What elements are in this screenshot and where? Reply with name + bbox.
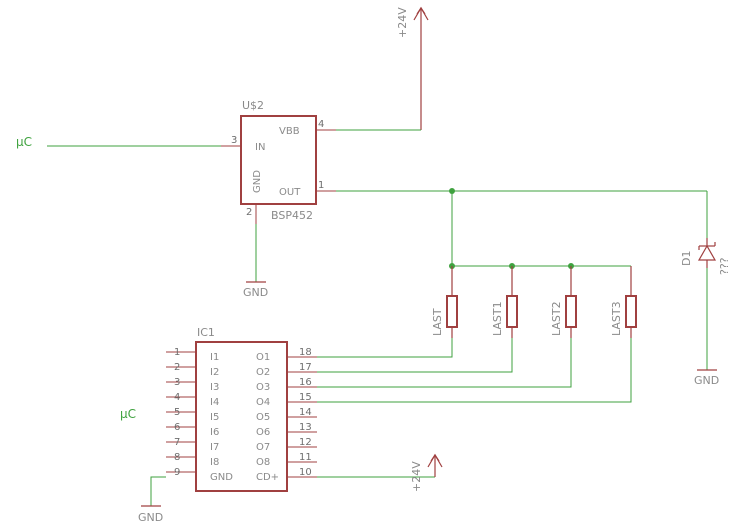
u2-body: [240, 115, 317, 205]
ic1-pin-name: I2: [210, 367, 219, 378]
supply-24v-top-label: +24V: [396, 7, 409, 38]
u2-pin4-num: 4: [318, 119, 324, 130]
gnd-ic1-label: GND: [138, 511, 163, 524]
supply-24v-top[interactable]: +24V: [396, 7, 429, 130]
ic1-pin-3[interactable]: 3 I3: [166, 377, 219, 393]
ic1-pin-name: I6: [210, 427, 219, 438]
ic1-pin-num: 14: [299, 407, 312, 418]
ic1-pin-8[interactable]: 8 I8: [166, 452, 219, 468]
ic1-pin-num: 13: [299, 422, 312, 433]
u2-pin1-num: 1: [318, 180, 324, 191]
gnd-d1-label: GND: [694, 374, 719, 387]
u2-pin3-num: 3: [231, 135, 237, 146]
ic1-pin-name: GND: [210, 472, 233, 483]
ic1-pin-num: 15: [299, 392, 312, 403]
load-last1[interactable]: LAST1: [491, 266, 518, 338]
ic1-pin-name: I7: [210, 442, 219, 453]
ic1-pin-num: 1: [174, 347, 180, 358]
supply-24v-bottom[interactable]: +24V: [317, 453, 443, 492]
ic1-pin-15[interactable]: 15 O4: [256, 392, 317, 408]
ic1-pin-14[interactable]: 14 O5: [256, 407, 317, 423]
supply-24v-bottom-label: +24V: [410, 461, 423, 492]
ic1-pin-num: 11: [299, 452, 312, 463]
load-last[interactable]: LAST: [431, 266, 458, 338]
ic1-pin-name: I4: [210, 397, 219, 408]
ic1-pin-2[interactable]: 2 I2: [166, 362, 219, 378]
ic1-pin-num: 6: [174, 422, 180, 433]
ic1-pin-13[interactable]: 13 O6: [256, 422, 317, 438]
ic1-pin-6[interactable]: 6 I6: [166, 422, 219, 438]
ic1-pin-name: I1: [210, 352, 219, 363]
ic1-pin-name: O8: [256, 457, 270, 468]
uc-top-label: µC: [16, 135, 32, 149]
gnd-u2[interactable]: GND: [243, 224, 268, 299]
u2-component[interactable]: U$2 3 IN 4 VBB 1 OUT 2 GND BSP452: [221, 99, 336, 224]
ic1-pin-num: 16: [299, 377, 312, 388]
ic1-pin-16[interactable]: 16 O3: [256, 377, 317, 393]
ic1-pin-num: 4: [174, 392, 180, 403]
ic1-pin-17[interactable]: 17 O2: [256, 362, 317, 378]
ic1-pin-num: 5: [174, 407, 180, 418]
gnd-u2-label: GND: [243, 286, 268, 299]
ic1-pin-1[interactable]: 1 I1: [166, 347, 219, 363]
ic1-pin-name: O2: [256, 367, 270, 378]
ic1-right-pins: 18 O1 17 O2 16 O3 15 O4 14 O5 13 O6 12 O7 11 O8 10 CD+: [256, 347, 317, 483]
ic1-pin-7[interactable]: 7 I7: [166, 437, 219, 453]
load-last1-label: LAST1: [491, 301, 504, 336]
d1-name: D1: [680, 251, 693, 266]
load-last3[interactable]: LAST3: [610, 266, 637, 338]
ic1-pin-num: 2: [174, 362, 180, 373]
u2-value: BSP452: [271, 209, 313, 222]
ic1-pin-name: I3: [210, 382, 219, 393]
ic1-pin-num: 9: [174, 467, 180, 478]
load-output-nets: [316, 338, 632, 403]
ic1-pin-name: O6: [256, 427, 270, 438]
out-net: [336, 188, 708, 269]
load-last2-label: LAST2: [550, 301, 563, 336]
load-last-label: LAST: [431, 308, 444, 336]
load-last3-label: LAST3: [610, 301, 623, 336]
ic1-pin-num: 7: [174, 437, 180, 448]
ic1-pin-name: I8: [210, 457, 219, 468]
ic1-pin-num: 3: [174, 377, 180, 388]
ic1-pin-name: O7: [256, 442, 270, 453]
u2-name: U$2: [242, 99, 264, 112]
d1-diode[interactable]: D1 ???: [680, 238, 731, 275]
u2-pin4-name: VBB: [279, 126, 300, 137]
gnd-ic1[interactable]: GND: [138, 476, 166, 524]
ic1-pin-name: O3: [256, 382, 270, 393]
ic1-pin-num: 8: [174, 452, 180, 463]
ic1-pin-name: O1: [256, 352, 270, 363]
ic1-pin-9[interactable]: 9 GND: [166, 467, 233, 483]
ic1-pin-num: 18: [299, 347, 312, 358]
ic1-pin-name: I5: [210, 412, 219, 423]
ic1-pin-num: 12: [299, 437, 312, 448]
ic1-pin-18[interactable]: 18 O1: [256, 347, 317, 363]
ic1-pin-num: 17: [299, 362, 312, 373]
u2-pin2-name: GND: [252, 170, 263, 193]
ic1-pin-name: CD+: [256, 472, 279, 483]
load-last2[interactable]: LAST2: [550, 266, 577, 338]
ic1-pin-11[interactable]: 11 O8: [256, 452, 317, 468]
ic1-name: IC1: [197, 326, 215, 339]
ic1-left-pins: 1 I1 2 I2 3 I3 4 I4 5 I5 6 I6 7 I7 8 I8 9 GND: [166, 347, 233, 483]
ic1-pin-5[interactable]: 5 I5: [166, 407, 219, 423]
u2-pin1-name: OUT: [279, 187, 301, 198]
ic1-pin-name: O4: [256, 397, 270, 408]
ic1-pin-12[interactable]: 12 O7: [256, 437, 317, 453]
gnd-d1[interactable]: GND: [694, 268, 719, 387]
u2-pin2-num: 2: [246, 207, 252, 218]
u2-pin3-name: IN: [255, 142, 265, 153]
ic1-pin-10[interactable]: 10 CD+: [256, 467, 317, 483]
uc-bottom-label: µC: [120, 407, 136, 421]
ic1-pin-name: O5: [256, 412, 270, 423]
d1-value: ???: [718, 257, 731, 275]
ic1-pin-4[interactable]: 4 I4: [166, 392, 219, 408]
ic1-pin-num: 10: [299, 467, 312, 478]
